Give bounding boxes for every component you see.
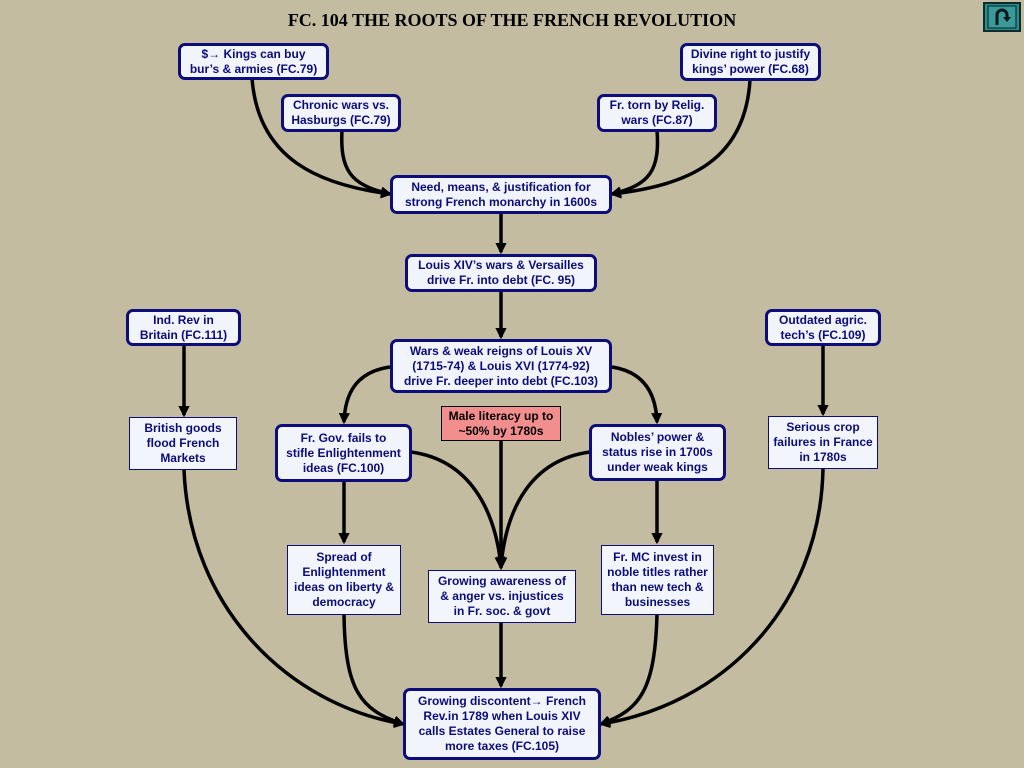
node-ind-rev-label: Ind. Rev in Britain (FC.111) <box>139 312 228 342</box>
node-male-literacy: Male literacy up to ~50% by 1780s <box>441 406 561 441</box>
node-divine-right-label: Divine right to justify kings’ power (FC… <box>690 47 811 76</box>
node-need-means-label: Need, means, & justification for strong … <box>404 179 598 209</box>
node-chronic-wars-label: Chronic wars vs. Hasburgs (FC.79) <box>291 98 391 127</box>
node-growing-awareness: Growing awareness of & anger vs. injusti… <box>428 570 576 623</box>
arrow-kings-to-need <box>250 77 393 199</box>
node-kings-buy-label: $→ Kings can buy bur’s & armies (FC.79) <box>189 46 318 76</box>
node-nobles-power: Nobles’ power & status rise in 1700s und… <box>589 424 726 481</box>
node-chronic-wars: Chronic wars vs. Hasburgs (FC.79) <box>281 94 401 132</box>
node-nobles-power-label: Nobles’ power & status rise in 1700s und… <box>602 430 713 474</box>
node-kings-buy: $→ Kings can buy bur’s & armies (FC.79) <box>178 43 329 80</box>
node-ind-rev: Ind. Rev in Britain (FC.111) <box>126 309 241 346</box>
node-male-literacy-label: Male literacy up to ~50% by 1780s <box>448 408 554 438</box>
node-british-goods: British goods flood French Markets <box>129 417 237 470</box>
arrow-crop-to-discontent <box>598 468 825 729</box>
arrow-nobles-to-awareness <box>496 450 591 569</box>
arrow-mc-to-discontent <box>598 613 659 727</box>
node-gov-fails-label: Fr. Gov. fails to stifle Enlightenment i… <box>286 430 401 475</box>
node-divine-right: Divine right to justify kings’ power (FC… <box>680 43 821 81</box>
u-turn-arrow-icon <box>987 5 1017 29</box>
node-growing-discontent-label: Growing discontent→ French Rev.in 1789 w… <box>417 694 586 753</box>
arrow-wars-to-govfails <box>338 365 391 425</box>
node-crop-failures-label: Serious crop failures in France in 1780s <box>773 420 873 464</box>
arrow-british-to-discontent <box>182 469 406 729</box>
arrow-govfails-to-awareness <box>410 450 506 569</box>
arrow-relig-to-need <box>609 129 660 198</box>
node-gov-fails: Fr. Gov. fails to stifle Enlightenment i… <box>275 424 412 482</box>
arrow-chronic-to-need <box>340 129 393 198</box>
node-need-means: Need, means, & justification for strong … <box>390 175 612 214</box>
node-spread-enlightenment: Spread of Enlightenment ideas on liberty… <box>287 545 401 615</box>
node-wars-weak-reigns: Wars & weak reigns of Louis XV (1715-74)… <box>390 339 612 393</box>
node-british-goods-label: British goods flood French Markets <box>144 421 222 465</box>
arrow-spread-to-discontent <box>342 613 406 727</box>
node-growing-discontent: Growing discontent→ French Rev.in 1789 w… <box>403 688 601 760</box>
node-spread-enlightenment-label: Spread of Enlightenment ideas on liberty… <box>293 550 395 609</box>
node-outdated-agric: Outdated agric. tech’s (FC.109) <box>765 309 881 346</box>
arrow-wars-to-nobles <box>611 365 663 425</box>
node-louis-xiv: Louis XIV’s wars & Versailles drive Fr. … <box>405 254 597 292</box>
node-growing-awareness-label: Growing awareness of & anger vs. injusti… <box>437 574 567 618</box>
page-title: FC. 104 THE ROOTS OF THE FRENCH REVOLUTI… <box>287 10 737 30</box>
node-crop-failures: Serious crop failures in France in 1780s <box>768 416 878 469</box>
node-louis-xiv-label: Louis XIV’s wars & Versailles drive Fr. … <box>418 258 584 287</box>
node-outdated-agric-label: Outdated agric. tech’s (FC.109) <box>778 312 867 342</box>
node-mc-invest-label: Fr. MC invest in noble titles rather tha… <box>607 550 708 609</box>
arrow-divine-to-need <box>609 79 752 199</box>
node-mc-invest: Fr. MC invest in noble titles rather tha… <box>601 545 714 615</box>
node-relig-wars-label: Fr. torn by Relig. wars (FC.87) <box>609 98 705 127</box>
node-relig-wars: Fr. torn by Relig. wars (FC.87) <box>597 94 717 132</box>
return-button[interactable] <box>983 2 1021 32</box>
node-wars-weak-reigns-label: Wars & weak reigns of Louis XV (1715-74)… <box>403 343 599 388</box>
